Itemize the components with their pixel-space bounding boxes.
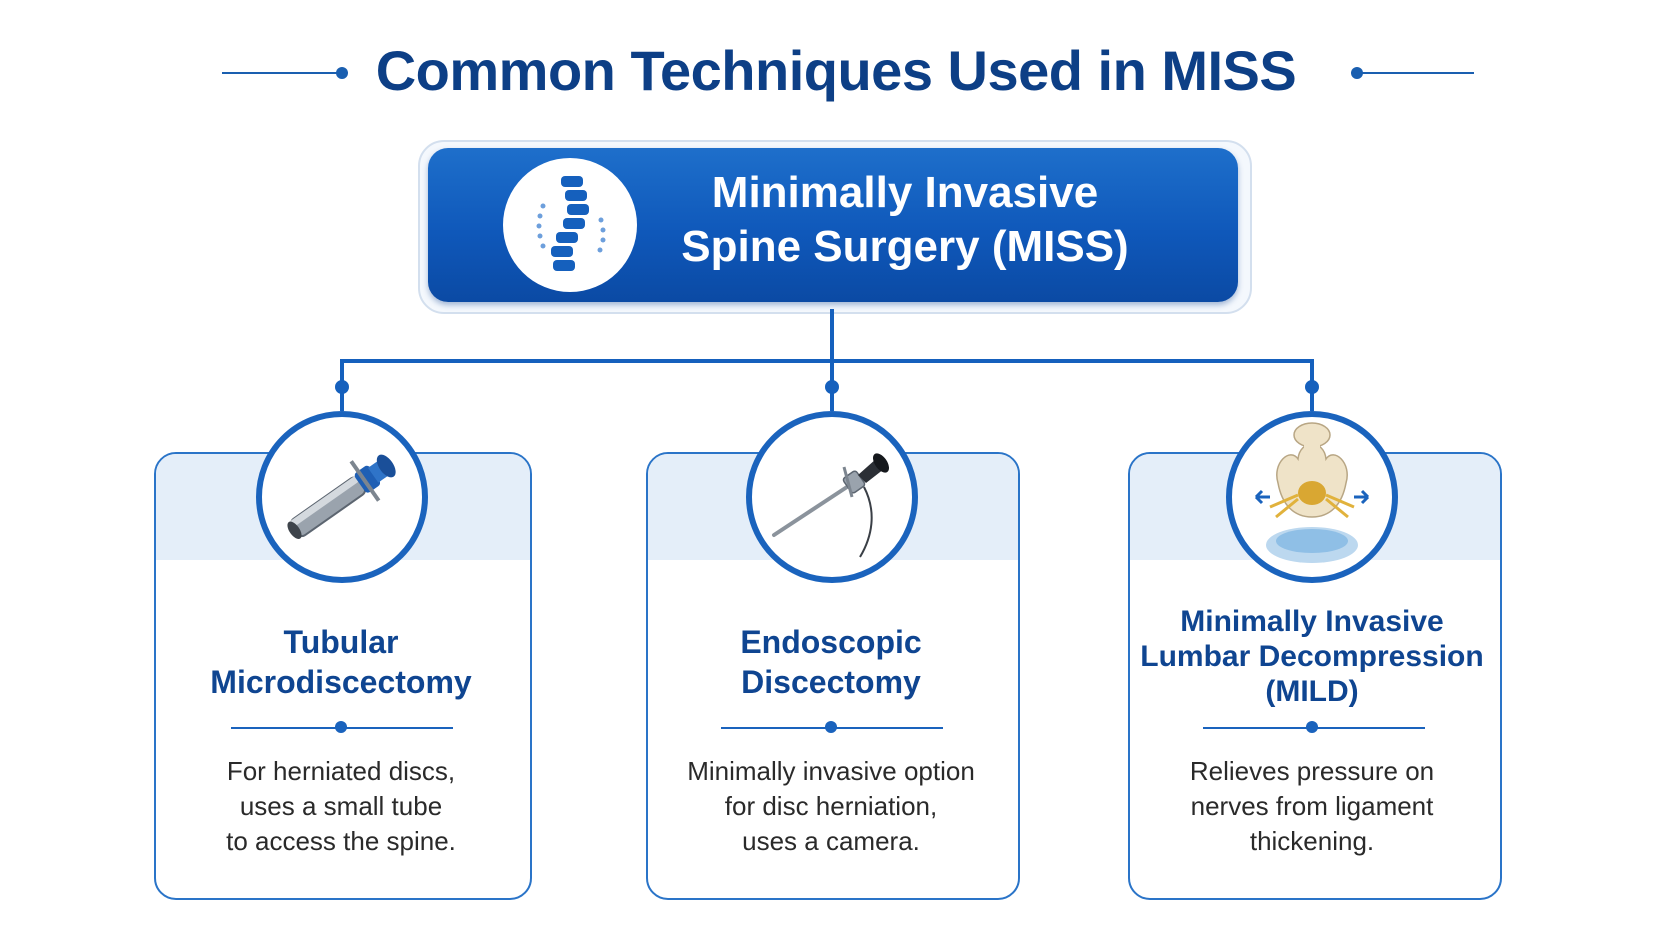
- connector-dot-3: [1305, 380, 1319, 394]
- card-desc-line: uses a small tube: [239, 791, 443, 821]
- card-rule-dot: [1306, 721, 1318, 733]
- card-title-tubular: Tubular Microdiscectomy: [161, 622, 521, 702]
- main-topic-line-2: Spine Surgery (MISS): [681, 222, 1129, 271]
- card-desc-line: Relieves pressure on: [1189, 756, 1435, 786]
- card-title-endoscopic: Endoscopic Discectomy: [651, 622, 1011, 702]
- card-desc-line: nerves from ligament: [1190, 791, 1434, 821]
- card-desc-endoscopic: Minimally invasive option for disc herni…: [651, 754, 1011, 859]
- card-title-line: (MILD): [1265, 675, 1359, 708]
- title-rule-right: [1358, 72, 1474, 74]
- card-title-line: Discectomy: [741, 664, 921, 700]
- connector-dot-1: [335, 380, 349, 394]
- vertebra-decompression-icon: [1226, 411, 1398, 583]
- card-title-line: Tubular: [283, 624, 399, 660]
- card-desc-line: For herniated discs,: [226, 756, 456, 786]
- card-desc-line: Minimally invasive option: [687, 756, 975, 786]
- tubular-retractor-icon: [256, 411, 428, 583]
- main-topic-line-1: Minimally Invasive: [711, 168, 1099, 217]
- card-desc-line: uses a camera.: [742, 826, 920, 856]
- card-desc-line: thickening.: [1249, 826, 1375, 856]
- title-dot-right: [1351, 67, 1363, 79]
- card-desc-mild: Relieves pressure on nerves from ligamen…: [1132, 754, 1492, 859]
- card-rule-dot: [825, 721, 837, 733]
- card-rule-dot: [335, 721, 347, 733]
- connector-horizontal: [340, 359, 1314, 363]
- card-desc-line: to access the spine.: [226, 826, 456, 856]
- spine-icon: [503, 158, 637, 292]
- card-title-line: Minimally Invasive: [1180, 605, 1444, 638]
- connector-trunk: [830, 309, 834, 361]
- card-title-mild: Minimally Invasive Lumbar Decompression …: [1132, 604, 1492, 709]
- card-title-line: Endoscopic: [740, 624, 922, 660]
- card-title-line: Lumbar Decompression: [1140, 640, 1484, 673]
- card-desc-tubular: For herniated discs, uses a small tube t…: [161, 754, 521, 859]
- title-dot-left: [336, 67, 348, 79]
- card-title-line: Microdiscectomy: [210, 664, 472, 700]
- card-desc-line: for disc herniation,: [724, 791, 938, 821]
- connector-dot-2: [825, 380, 839, 394]
- title-rule-left: [222, 72, 344, 74]
- page-title: Common Techniques Used in MISS: [375, 39, 1297, 102]
- endoscope-icon: [746, 411, 918, 583]
